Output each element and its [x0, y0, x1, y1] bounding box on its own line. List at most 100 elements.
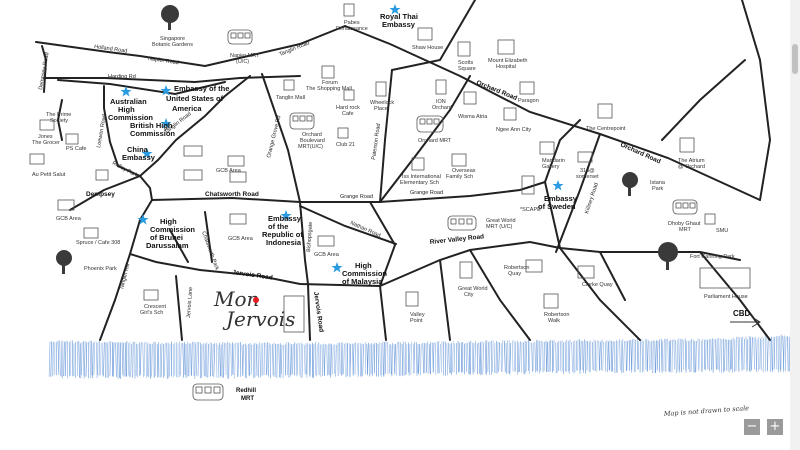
house-icon	[229, 213, 247, 225]
great-world-city-line1: Great World	[458, 286, 488, 292]
gcb-area-jervois-label: GCB Area	[228, 236, 254, 242]
australian-hc-line2: High	[118, 105, 135, 114]
orchard-boulevard-mrt-line2: Boulevard	[300, 138, 325, 144]
jones-line2: The Grocer	[32, 140, 60, 146]
313-line1: 313@	[580, 168, 595, 174]
robertson-quay-line1: Robertson	[504, 265, 529, 271]
jervois-road-label-2: Jervois Road	[312, 291, 325, 332]
landmarks: Singapore Botanic Gardens Pabes Renaissa…	[29, 3, 751, 324]
centrepoint-label: The Centrepoint	[586, 126, 626, 132]
mount-elizabeth-line2: Hospital	[496, 64, 516, 70]
building-icon	[451, 153, 467, 167]
house-icon	[57, 199, 75, 211]
indonesia-embassy-line1: Embassy	[268, 214, 302, 223]
scrollbar-thumb[interactable]	[792, 44, 798, 74]
cbd-label: CBD	[733, 309, 751, 318]
brand-line2: Jervois	[222, 307, 295, 331]
hardrock-line1: Hard rock	[336, 105, 360, 111]
us-embassy-line1: Embassy of the	[174, 84, 229, 93]
building-icon	[405, 291, 419, 307]
indonesia-embassy-line4: Indonesia	[266, 238, 302, 247]
chatsworth-road-label: Chatsworth Road	[205, 191, 259, 198]
building-icon	[543, 293, 559, 309]
313-line2: somerset	[576, 174, 599, 180]
grange-road-label-2: Grange Road	[410, 190, 443, 196]
atrium-line2: @ Orchard	[678, 164, 705, 170]
gcb-area-left-label: GCB Area	[56, 216, 82, 222]
club21-label: Club 21	[336, 142, 355, 148]
overseas-line1: Overseas	[452, 168, 476, 174]
building-icon	[411, 157, 425, 171]
train-icon	[289, 112, 315, 130]
building-icon	[343, 3, 355, 17]
wheelock-line2: Place	[374, 106, 388, 112]
gcb-area-mid-label: GCB Area	[216, 168, 242, 174]
indonesia-embassy-line3: Republic of	[262, 230, 303, 239]
jervois-road-label: Jervois Road	[232, 269, 273, 282]
scotts-line1: Scotts	[458, 60, 474, 66]
building-icon	[539, 141, 555, 155]
road-network	[35, 0, 772, 341]
killiney-road-label: Killiney Road	[584, 182, 600, 214]
location-dot-icon	[253, 297, 259, 303]
gcb-area-bishopsgate-label: GCB Area	[314, 252, 340, 258]
building-icon	[435, 79, 447, 95]
pabes-line1: Pabes	[344, 20, 360, 26]
star-icon	[331, 262, 343, 273]
river-valley-road-label: River Valley Road	[429, 233, 484, 246]
star-icon	[120, 86, 132, 97]
smu-label: SMU	[716, 228, 728, 234]
ridley-park-label: Ridley Park	[111, 160, 139, 179]
building-icon	[283, 295, 305, 333]
train-icon	[192, 383, 224, 401]
forum-line2: The Shopping Mall	[306, 86, 352, 92]
redhill-mrt-line2: MRT	[241, 396, 254, 402]
house-icon	[229, 171, 247, 183]
building-icon	[95, 169, 109, 181]
robertson-walk-line2: Walk	[548, 318, 560, 324]
tree-icon	[161, 5, 179, 30]
star-icon	[160, 85, 172, 96]
zoom-out-button[interactable]: −	[744, 419, 760, 435]
building-icon	[283, 79, 295, 91]
scotts-line2: Square	[458, 66, 476, 72]
mount-elizabeth-line1: Mount Elizabeth	[488, 58, 527, 64]
wisma-atria-label: Wisma Atria	[458, 114, 488, 120]
clarke-quay-label: Clarke Quay	[582, 282, 613, 288]
tanglin-hill-label: Tanglin Hill	[119, 263, 131, 290]
napier-mrt-line1: Napier MRT	[230, 53, 260, 59]
building-icon	[503, 107, 517, 121]
building-icon	[29, 153, 45, 165]
chatsworth-park-label: Chatsworth Park	[200, 231, 220, 271]
vertical-scrollbar[interactable]	[790, 0, 800, 450]
brunei-hc-line4: Darussalam	[146, 241, 189, 250]
building-icon	[417, 27, 433, 41]
building-icon	[577, 265, 595, 279]
redhill-mrt-line1: Redhill	[236, 388, 256, 394]
istana-line2: Park	[652, 186, 664, 192]
building-icon	[337, 127, 349, 139]
fort-canning-label: Fort Canning Park	[690, 254, 735, 260]
iss-line2: Elementary Sch	[400, 180, 439, 186]
crescent-line1: Crescent	[144, 304, 166, 310]
sweden-embassy-line1: Embassy	[544, 194, 578, 203]
robertson-quay-line2: Quay	[508, 271, 521, 277]
great-world-city-line2: City	[464, 292, 474, 298]
grange-road-label: Grange Road	[340, 194, 373, 200]
prime-line1: The Prime	[46, 112, 71, 118]
au-petit-salut-label: Au Petit Salut	[32, 172, 66, 178]
bishopsgate-label: Bishopsgate	[306, 222, 314, 253]
paragon-label: Paragon	[518, 98, 539, 104]
spruce-label: Spruce / Cafe 308	[76, 240, 120, 246]
tree-icon	[56, 250, 72, 274]
zoom-in-button[interactable]: +	[767, 419, 783, 435]
british-hc-line2: Commission	[130, 129, 175, 138]
dempsey-road-label: Dempsey Road	[38, 52, 50, 90]
botanic-gardens-line2: Botanic Gardens	[152, 42, 193, 48]
parliament-label: Parliament House	[704, 294, 748, 300]
building-icon	[65, 133, 79, 145]
napier-road-label: Napier Road	[148, 56, 179, 66]
building-icon	[577, 151, 593, 163]
sweden-embassy-line2: of Sweden	[538, 202, 576, 211]
